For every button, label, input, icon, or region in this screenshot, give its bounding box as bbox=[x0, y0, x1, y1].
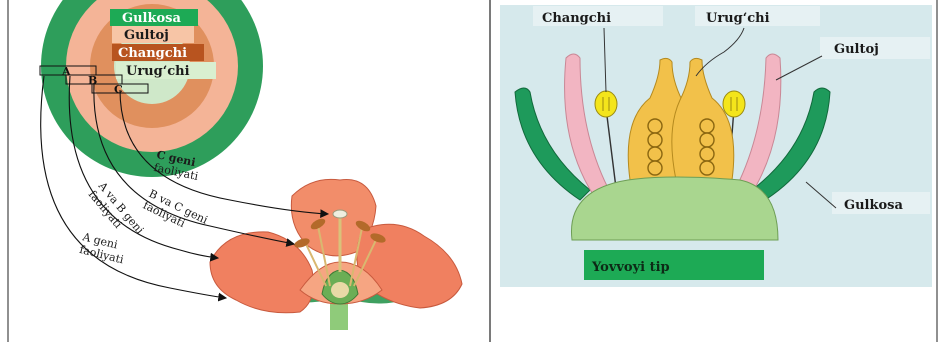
flower-ovule bbox=[331, 282, 349, 298]
gultoj-label: Gultoj bbox=[834, 42, 879, 57]
a-annotation: A geni faoliyati bbox=[77, 230, 128, 266]
urugchi-ring-label: Urug‘chi bbox=[126, 64, 190, 79]
changchi-label: Changchi bbox=[542, 11, 611, 26]
ovule bbox=[700, 133, 714, 147]
ovule bbox=[700, 119, 714, 133]
ovule bbox=[648, 133, 662, 147]
ovule bbox=[648, 119, 662, 133]
ovule bbox=[648, 161, 662, 175]
ovule bbox=[648, 147, 662, 161]
changchi-ring-label: Changchi bbox=[118, 46, 187, 61]
abc-model-rings: Gulkosa Gultoj Changchi Urug‘chi A B C bbox=[40, 0, 263, 177]
ovule bbox=[700, 147, 714, 161]
gultoj-ring-label: Gultoj bbox=[124, 28, 169, 43]
b-box-label: B bbox=[88, 74, 97, 87]
flower-stem bbox=[330, 300, 348, 330]
gulkosa-label: Gulkosa bbox=[844, 198, 903, 213]
anther-left bbox=[595, 91, 617, 117]
yovvoyi-tip-label: Yovvoyi tip bbox=[591, 260, 670, 275]
flower-stigma bbox=[333, 210, 347, 218]
ovule bbox=[700, 161, 714, 175]
flower-illustration bbox=[210, 179, 462, 330]
urugchi-label: Urug‘chi bbox=[706, 11, 770, 26]
receptacle bbox=[571, 177, 778, 240]
wild-type-diagram: Changchi Urug‘chi Gultoj Gulkosa Yovvoyi… bbox=[500, 5, 932, 287]
bc-annotation: B va C geni faoliyati bbox=[141, 187, 210, 239]
c-box-label: C bbox=[114, 83, 123, 96]
anther-right bbox=[723, 91, 745, 117]
gulkosa-ring-label: Gulkosa bbox=[122, 11, 181, 26]
